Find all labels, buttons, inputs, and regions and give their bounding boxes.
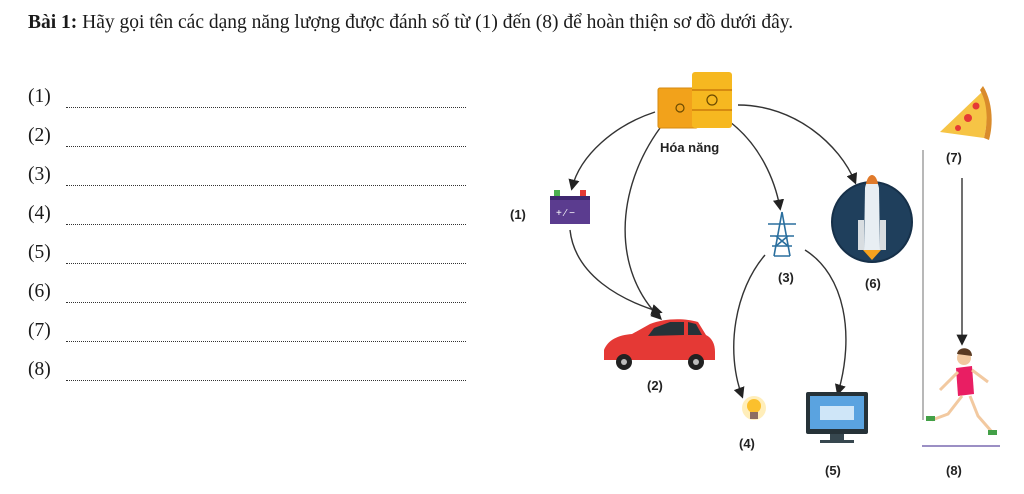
svg-text:+ ⁄ −: + ⁄ −: [556, 208, 575, 219]
light-bulb-icon: [742, 396, 766, 420]
arrows: [568, 104, 968, 399]
answer-number: (8): [28, 359, 51, 380]
energy-diagram: + ⁄ −: [510, 60, 1020, 489]
answer-number: (5): [28, 242, 51, 263]
battery-icon: + ⁄ −: [550, 190, 590, 224]
arrow-tower-to-bulb: [733, 254, 766, 399]
answer-number: (1): [28, 86, 51, 107]
answer-row-4[interactable]: (4): [28, 199, 466, 225]
arrow-tower-to-monitor: [804, 249, 847, 396]
arrow-fuel-to-car: [624, 127, 662, 320]
answer-row-8[interactable]: (8): [28, 355, 466, 381]
arrow-fuel-to-tower: [729, 121, 785, 211]
label-7: (7): [946, 150, 962, 165]
answer-line[interactable]: [66, 130, 466, 147]
label-8: (8): [946, 463, 962, 478]
fuel-barrels-icon: [657, 72, 732, 129]
answer-line[interactable]: [66, 208, 466, 225]
label-1: (1): [510, 207, 526, 222]
label-5: (5): [825, 463, 841, 478]
answer-row-7[interactable]: (7): [28, 316, 466, 342]
answer-line[interactable]: [66, 286, 466, 303]
answer-line[interactable]: [66, 169, 466, 186]
monitor-icon: [806, 392, 868, 443]
exercise-prompt: Hãy gọi tên các dạng năng lượng được đán…: [77, 12, 794, 33]
answer-number: (6): [28, 281, 51, 302]
label-6: (6): [865, 276, 881, 291]
label-4: (4): [739, 436, 755, 451]
answer-line[interactable]: [66, 325, 466, 342]
answer-row-5[interactable]: (5): [28, 238, 466, 264]
answer-row-3[interactable]: (3): [28, 160, 466, 186]
answer-number: (3): [28, 164, 51, 185]
car-icon: [604, 319, 715, 370]
label-2: (2): [647, 378, 663, 393]
answer-row-1[interactable]: (1): [28, 82, 466, 108]
arrow-fuel-to-battery: [568, 111, 656, 191]
label-3: (3): [778, 270, 794, 285]
answer-number: (7): [28, 320, 51, 341]
answer-number: (4): [28, 203, 51, 224]
answer-line[interactable]: [66, 364, 466, 381]
arrow-fuel-to-rocket: [737, 104, 858, 185]
answer-row-2[interactable]: (2): [28, 121, 466, 147]
answer-line[interactable]: [66, 91, 466, 108]
answer-row-6[interactable]: (6): [28, 277, 466, 303]
answer-number: (2): [28, 125, 51, 146]
source-label: Hóa năng: [660, 140, 720, 155]
power-tower-icon: [768, 211, 796, 257]
diagram-svg: + ⁄ −: [550, 72, 1000, 447]
answer-line[interactable]: [66, 247, 466, 264]
arrow-battery-to-car: [569, 229, 663, 315]
exercise-number: Bài 1:: [28, 12, 78, 33]
pizza-slice-icon: [940, 86, 992, 140]
exercise-title: Bài 1: Hãy gọi tên các dạng năng lượng đ…: [28, 6, 1008, 39]
runner-icon: [926, 348, 997, 435]
rocket-icon: [831, 175, 913, 263]
